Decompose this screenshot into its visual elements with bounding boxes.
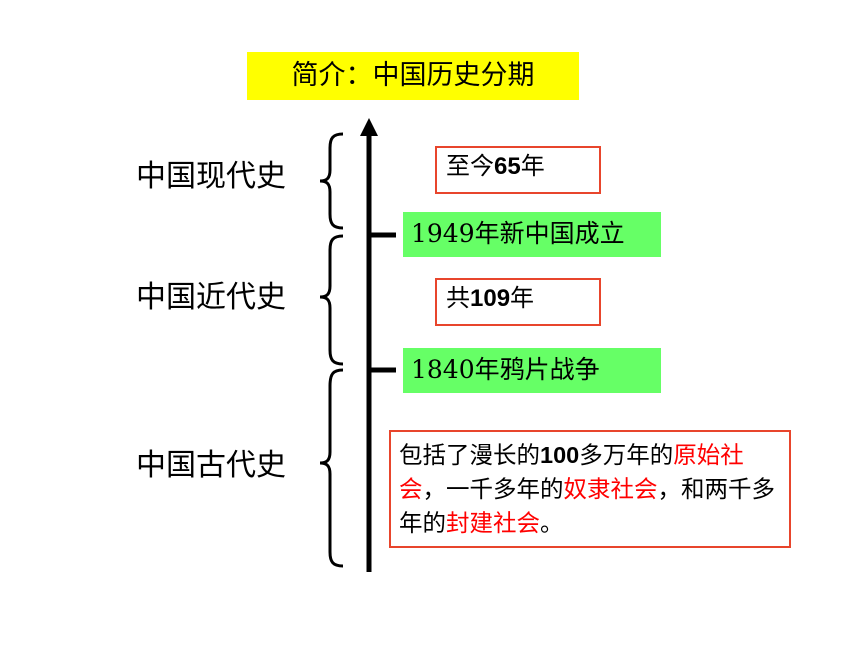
event-1840-box: 1840年鸦片战争: [403, 348, 661, 393]
brace-ancient: [319, 368, 344, 568]
ancient-description-box: 包括了漫长的100多万年的原始社会，一千多年的奴隶社会，和两千多年的封建社会。: [389, 430, 791, 548]
page-title: 简介：中国历史分期: [247, 52, 579, 100]
desc-text-2: 多万年的: [579, 441, 674, 469]
recent-duration-suffix: 年: [510, 284, 535, 312]
modern-duration-number: 65: [494, 153, 521, 180]
desc-number: 100: [540, 442, 580, 468]
modern-duration-prefix: 至今: [446, 152, 494, 180]
recent-duration-box: 共109年: [435, 278, 601, 326]
desc-text-1: 包括了漫长的: [399, 441, 540, 469]
period-label-ancient: 中国古代史: [136, 448, 286, 483]
desc-text-5: 。: [540, 509, 564, 537]
period-label-modern: 中国现代史: [136, 159, 286, 194]
event-1949-box: 1949年新中国成立: [403, 212, 661, 257]
brace-modern: [319, 132, 344, 230]
desc-highlight-feudal: 封建社会: [446, 509, 540, 537]
period-label-recent: 中国近代史: [136, 280, 286, 315]
recent-duration-number: 109: [470, 285, 511, 312]
axis-arrow-icon: [360, 118, 378, 136]
desc-text-3: ，一千多年的: [422, 475, 564, 503]
desc-text-4: ，和两千多年的: [399, 475, 775, 537]
modern-duration-box: 至今65年: [435, 146, 601, 194]
desc-highlight-primitive: 原始社会: [399, 441, 744, 503]
desc-highlight-slave: 奴隶社会: [563, 475, 658, 503]
modern-duration-suffix: 年: [520, 152, 545, 180]
brace-recent: [319, 234, 344, 366]
recent-duration-prefix: 共: [446, 284, 470, 312]
